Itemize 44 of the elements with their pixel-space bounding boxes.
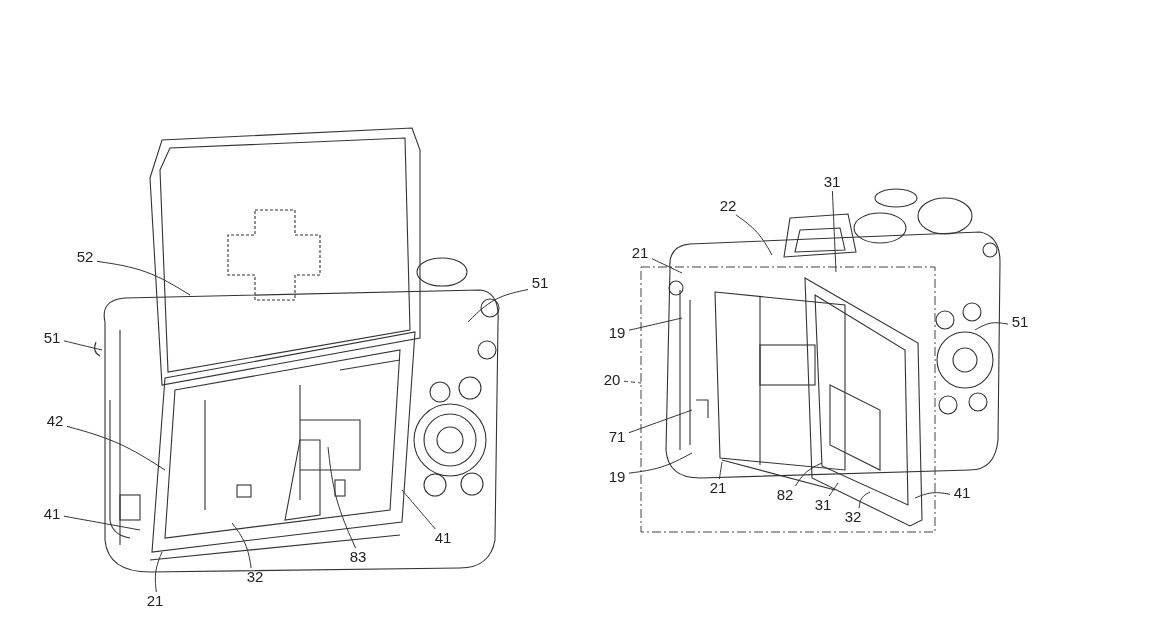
callout-number: 51 (40, 329, 64, 347)
callout-number: 41 (431, 529, 455, 547)
leader-line (718, 461, 723, 480)
leader-line (831, 190, 837, 273)
leader-line (628, 317, 683, 331)
leader-line (401, 489, 436, 530)
leader-line (96, 260, 191, 296)
callout-number: 42 (43, 412, 67, 430)
leader-line (628, 409, 693, 434)
leader-line (231, 522, 252, 569)
callout-number: 19 (605, 468, 629, 486)
leader-line (794, 462, 823, 487)
leader-line (651, 258, 683, 274)
callout-number: 83 (346, 548, 370, 566)
leader-line (63, 515, 141, 531)
leader-line (154, 551, 163, 593)
leader-line (628, 452, 693, 474)
callout-number: 21 (706, 479, 730, 497)
callout-number: 51 (528, 274, 552, 292)
leader-line (63, 340, 103, 351)
leader-line (327, 446, 357, 549)
callout-number: 32 (243, 568, 267, 586)
callout-number: 20 (600, 371, 624, 389)
callout-number: 19 (605, 324, 629, 342)
callout-number: 31 (811, 496, 835, 514)
callout-number: 22 (716, 197, 740, 215)
callout-number: 32 (841, 508, 865, 526)
callout-number: 31 (820, 173, 844, 191)
leader-line (735, 214, 773, 256)
callout-number: 82 (773, 486, 797, 504)
leader-line (858, 491, 871, 509)
leader-line (467, 289, 529, 323)
leader-line (974, 322, 1009, 331)
callout-number: 71 (605, 428, 629, 446)
leader-line (66, 425, 166, 471)
callout-number: 21 (628, 244, 652, 262)
callout-number: 52 (73, 248, 97, 266)
callout-number: 41 (950, 484, 974, 502)
leader-line (623, 380, 642, 384)
callout-number: 51 (1008, 313, 1032, 331)
callout-number: 41 (40, 505, 64, 523)
callout-number: 21 (143, 592, 167, 610)
leader-line (914, 492, 951, 499)
leader-line (828, 482, 839, 497)
